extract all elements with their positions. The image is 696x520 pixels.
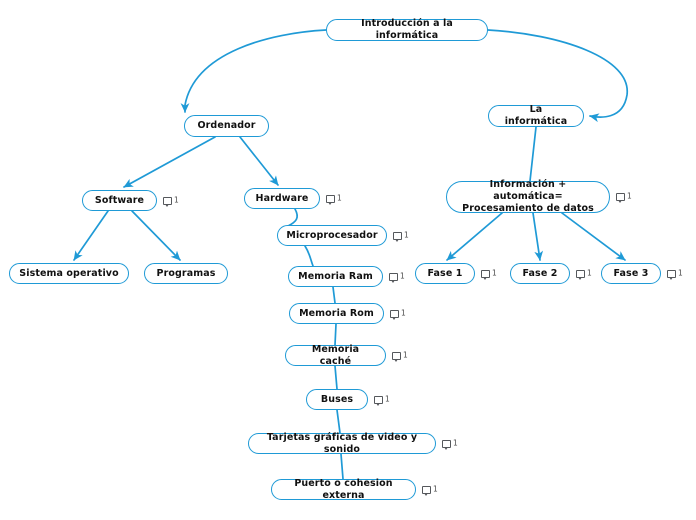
comment-icon: [326, 194, 335, 205]
comment-count: 1: [678, 268, 683, 278]
node-root[interactable]: Introducción a la informática: [326, 18, 488, 41]
comment-badge-fase2[interactable]: 1: [576, 268, 592, 280]
node-puerto[interactable]: Puerto o cohesion externa: [271, 478, 416, 501]
comment-count: 1: [174, 195, 179, 205]
comment-count: 1: [404, 230, 409, 240]
node-ordenador[interactable]: Ordenador: [184, 115, 269, 137]
edge-cache-buses: [334, 365, 338, 390]
comment-icon: [389, 272, 398, 283]
node-sistema[interactable]: Sistema operativo: [9, 263, 129, 284]
node-programas[interactable]: Programas: [144, 263, 228, 284]
comment-icon: [163, 196, 172, 207]
edge-hardware-micro: [287, 208, 298, 227]
comment-icon: [576, 269, 585, 280]
node-fase3[interactable]: Fase 3: [601, 263, 661, 284]
comment-icon: [422, 485, 431, 496]
comment-badge-tarjetas[interactable]: 1: [442, 438, 458, 450]
comment-icon: [481, 269, 490, 280]
comment-badge-puerto[interactable]: 1: [422, 484, 438, 496]
comment-icon: [390, 309, 399, 320]
edge-infoauto-fase2: [532, 212, 544, 261]
node-informatica[interactable]: La informática: [488, 104, 584, 127]
edge-micro-ram: [304, 245, 314, 267]
comment-icon: [392, 351, 401, 362]
comment-count: 1: [627, 191, 632, 201]
node-tarjetas[interactable]: Tarjetas gráficas de video y sonido: [248, 432, 436, 455]
edge-software-programas: [131, 210, 181, 261]
node-infoauto[interactable]: Información + automática= Procesamiento …: [446, 179, 610, 214]
edge-infoauto-fase1: [446, 212, 503, 261]
node-fase2[interactable]: Fase 2: [510, 263, 570, 284]
node-ram[interactable]: Memoria Ram: [288, 266, 383, 287]
edge-ordenador-hardware: [239, 136, 279, 186]
node-fase1[interactable]: Fase 1: [415, 263, 475, 284]
comment-icon: [616, 193, 625, 203]
comment-count: 1: [587, 268, 592, 278]
comment-count: 1: [433, 484, 438, 494]
comment-count: 1: [492, 268, 497, 278]
node-cache[interactable]: Memoria caché: [285, 344, 386, 367]
comment-badge-software[interactable]: 1: [163, 195, 179, 207]
comment-badge-cache[interactable]: 1: [392, 350, 408, 362]
edge-rom-cache: [334, 323, 337, 346]
comment-icon: [667, 269, 676, 280]
comment-badge-fase3[interactable]: 1: [667, 268, 683, 280]
comment-count: 1: [401, 308, 406, 318]
comment-count: 1: [453, 438, 458, 448]
comment-icon: [374, 395, 383, 406]
comment-badge-ram[interactable]: 1: [389, 271, 405, 283]
comment-count: 1: [337, 193, 342, 203]
edge-infoauto-fase3: [561, 212, 626, 261]
edge-tarjetas-puerto: [340, 453, 344, 480]
node-micro[interactable]: Microprocesador: [277, 225, 387, 246]
node-hardware[interactable]: Hardware: [244, 188, 320, 209]
comment-icon: [393, 231, 402, 242]
edge-ram-rom: [332, 286, 336, 304]
edge-ordenador-software: [123, 136, 216, 188]
edge-informatica-infoauto: [529, 126, 537, 182]
comment-badge-micro[interactable]: 1: [393, 230, 409, 242]
comment-count: 1: [385, 394, 390, 404]
comment-count: 1: [400, 271, 405, 281]
comment-count: 1: [403, 350, 408, 360]
edge-software-sistema: [73, 210, 109, 261]
comment-badge-rom[interactable]: 1: [390, 308, 406, 320]
comment-badge-fase1[interactable]: 1: [481, 268, 497, 280]
edge-root-ordenador: [180, 29, 327, 113]
node-rom[interactable]: Memoria Rom: [289, 303, 384, 324]
node-software[interactable]: Software: [82, 190, 157, 211]
comment-badge-hardware[interactable]: 1: [326, 193, 342, 205]
comment-icon: [442, 439, 451, 450]
comment-badge-buses[interactable]: 1: [374, 394, 390, 406]
node-buses[interactable]: Buses: [306, 389, 368, 410]
edge-buses-tarjetas: [336, 409, 341, 434]
comment-badge-infoauto[interactable]: 1: [616, 191, 632, 203]
